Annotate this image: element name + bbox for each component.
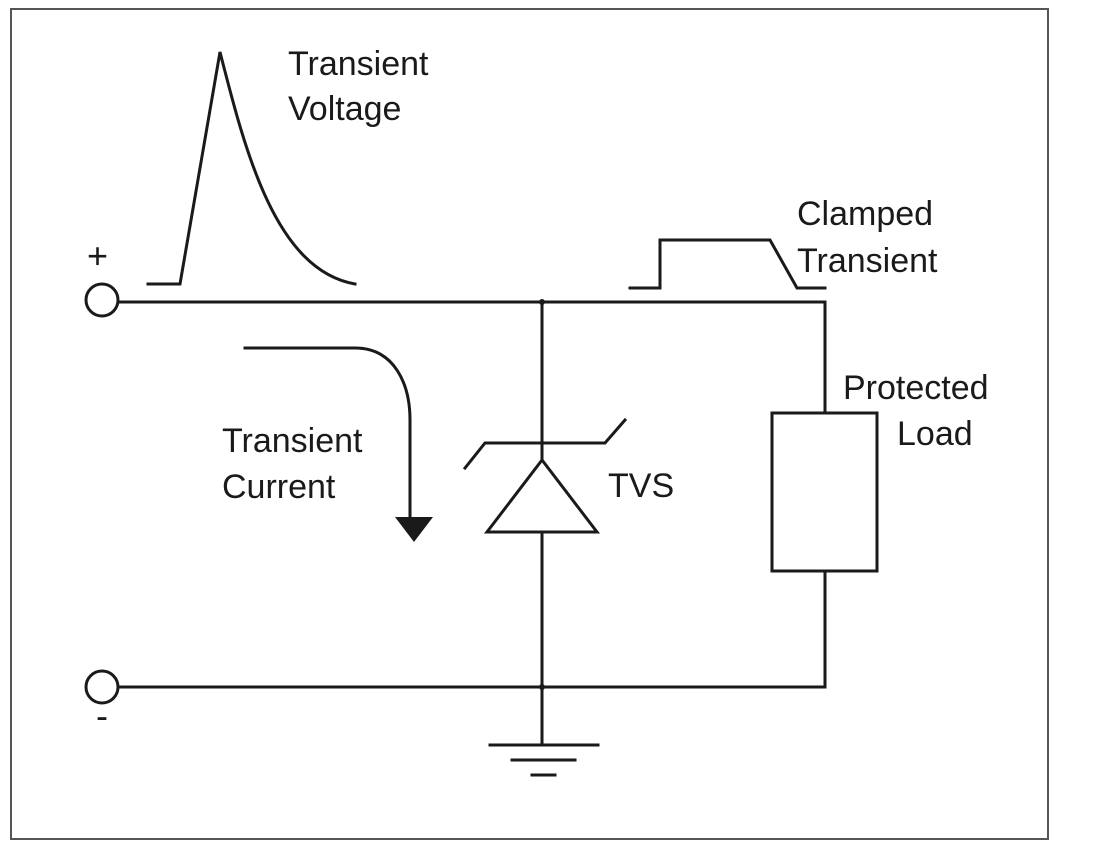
protected-load-label-line2: Load — [897, 415, 973, 453]
clamped-transient-waveform — [628, 238, 827, 290]
tvs-label: TVS — [608, 467, 674, 505]
tvs-cathode-bar — [462, 417, 628, 471]
positive-terminal-label: + — [87, 235, 108, 276]
positive-terminal — [84, 282, 120, 318]
protected-load-resistor — [770, 411, 879, 573]
transient-current-arrow-path — [243, 346, 412, 520]
negative-terminal-label: - — [96, 695, 108, 736]
transient-voltage-label-line1: Transient — [288, 45, 429, 83]
transient-current-label-line2: Current — [222, 468, 336, 506]
transient-voltage-waveform — [146, 51, 357, 286]
tvs-diode-triangle — [483, 457, 601, 534]
negative-terminal — [84, 669, 120, 705]
transient-current-arrowhead — [395, 517, 433, 542]
diagram-frame — [10, 8, 1049, 840]
protected-load-label-line1: Protected — [843, 369, 989, 407]
clamped-transient-label-line1: Clamped — [797, 195, 933, 233]
transient-current-label-line1: Transient — [222, 422, 363, 460]
transient-voltage-label-line2: Voltage — [288, 90, 401, 128]
clamped-transient-label-line2: Transient — [797, 242, 938, 280]
